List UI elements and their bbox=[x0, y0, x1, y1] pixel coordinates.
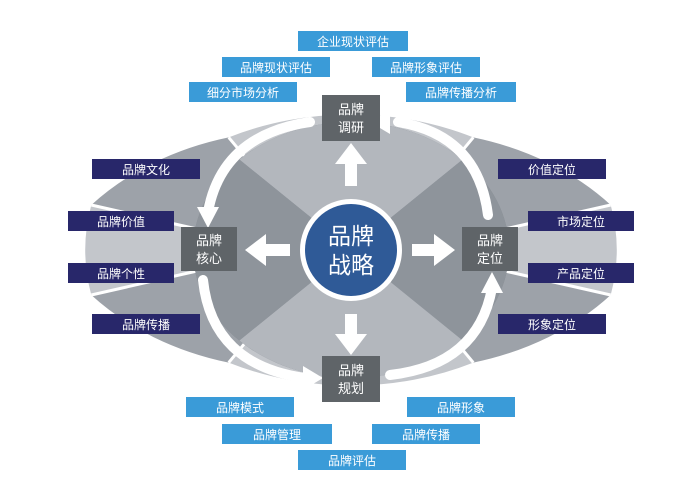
svg-text:品牌传播: 品牌传播 bbox=[402, 427, 450, 442]
tag-bottom-2: 品牌形象 bbox=[407, 397, 515, 417]
center-title-line1: 品牌 bbox=[328, 224, 374, 250]
center-node: 品牌 战略 bbox=[300, 199, 402, 301]
node-core-line2: 核心 bbox=[196, 252, 222, 267]
node-positioning: 品牌 定位 bbox=[462, 227, 518, 271]
tag-right-3: 产品定位 bbox=[528, 263, 634, 283]
right-tags: 价值定位 市场定位 产品定位 形象定位 bbox=[498, 159, 634, 334]
node-research-line2: 调研 bbox=[338, 121, 364, 136]
tag-bottom-1: 品牌模式 bbox=[186, 397, 294, 417]
arrowhead-to-planning bbox=[303, 366, 323, 390]
svg-text:品牌模式: 品牌模式 bbox=[216, 401, 264, 415]
tag-left-4: 品牌传播 bbox=[92, 314, 200, 334]
node-planning-line1: 品牌 bbox=[338, 363, 364, 379]
tag-right-4: 形象定位 bbox=[498, 314, 606, 334]
svg-text:品牌传播分析: 品牌传播分析 bbox=[425, 85, 497, 100]
tag-left-3: 品牌个性 bbox=[68, 263, 174, 283]
svg-text:市场定位: 市场定位 bbox=[557, 214, 605, 229]
node-planning-line2: 规划 bbox=[338, 382, 364, 397]
node-research: 品牌 调研 bbox=[322, 95, 380, 141]
node-positioning-line1: 品牌 bbox=[477, 233, 503, 249]
tag-right-2: 市场定位 bbox=[528, 211, 634, 231]
center-title-line2: 战略 bbox=[328, 253, 374, 279]
node-core: 品牌 核心 bbox=[181, 227, 237, 271]
svg-text:品牌传播: 品牌传播 bbox=[122, 317, 170, 332]
svg-text:品牌形象评估: 品牌形象评估 bbox=[390, 61, 462, 75]
quadrant-bottom bbox=[239, 250, 463, 378]
quadrant-top bbox=[239, 122, 463, 250]
node-core-line1: 品牌 bbox=[196, 233, 222, 249]
tag-top-3: 品牌形象评估 bbox=[372, 57, 480, 77]
center-arrows bbox=[245, 143, 455, 355]
tag-top-1: 企业现状评估 bbox=[298, 31, 408, 51]
cycle-arrow-bottom-left bbox=[198, 275, 310, 383]
tag-top-2: 品牌现状评估 bbox=[222, 57, 330, 77]
svg-text:品牌管理: 品牌管理 bbox=[253, 427, 301, 442]
svg-text:细分市场分析: 细分市场分析 bbox=[207, 85, 279, 100]
tag-top-4: 细分市场分析 bbox=[189, 82, 297, 102]
svg-text:品牌个性: 品牌个性 bbox=[97, 267, 145, 281]
tag-right-1: 价值定位 bbox=[498, 159, 606, 179]
cycle-arrow-top-right bbox=[393, 117, 493, 220]
svg-text:企业现状评估: 企业现状评估 bbox=[317, 34, 389, 49]
tag-left-1: 品牌文化 bbox=[92, 159, 200, 179]
svg-text:品牌形象: 品牌形象 bbox=[437, 401, 485, 415]
node-planning: 品牌 规划 bbox=[322, 356, 380, 402]
arrowhead-to-positioning bbox=[481, 272, 503, 293]
center-arrow-right bbox=[412, 234, 455, 266]
center-arrow-up bbox=[335, 143, 367, 186]
node-research-line1: 品牌 bbox=[338, 102, 364, 118]
svg-text:品牌评估: 品牌评估 bbox=[328, 454, 376, 468]
tag-bottom-4: 品牌传播 bbox=[372, 424, 480, 444]
center-arrow-left bbox=[245, 234, 290, 266]
svg-text:产品定位: 产品定位 bbox=[557, 266, 605, 281]
node-positioning-line2: 定位 bbox=[477, 252, 503, 267]
svg-text:品牌现状评估: 品牌现状评估 bbox=[240, 61, 312, 75]
cycle-arrow-bottom-right bbox=[385, 283, 497, 380]
svg-text:品牌价值: 品牌价值 bbox=[97, 214, 145, 229]
tag-top-5: 品牌传播分析 bbox=[406, 82, 516, 102]
bottom-tags: 品牌模式 品牌形象 品牌管理 品牌传播 品牌评估 bbox=[186, 397, 515, 470]
svg-text:形象定位: 形象定位 bbox=[528, 317, 576, 332]
svg-text:价值定位: 价值定位 bbox=[528, 162, 576, 177]
left-tags: 品牌文化 品牌价值 品牌个性 品牌传播 bbox=[68, 159, 200, 334]
top-tags: 企业现状评估 品牌现状评估 品牌形象评估 细分市场分析 品牌传播分析 bbox=[189, 31, 516, 102]
svg-text:品牌文化: 品牌文化 bbox=[122, 162, 170, 177]
cycle-arrows bbox=[198, 117, 497, 383]
center-circle bbox=[305, 204, 397, 296]
cycle-arrow-top-left bbox=[203, 117, 315, 217]
tag-left-2: 品牌价值 bbox=[68, 211, 174, 231]
arrowhead-to-core bbox=[197, 207, 219, 228]
center-arrow-down bbox=[335, 314, 367, 355]
tag-bottom-5: 品牌评估 bbox=[298, 450, 406, 470]
tag-bottom-3: 品牌管理 bbox=[222, 424, 332, 444]
